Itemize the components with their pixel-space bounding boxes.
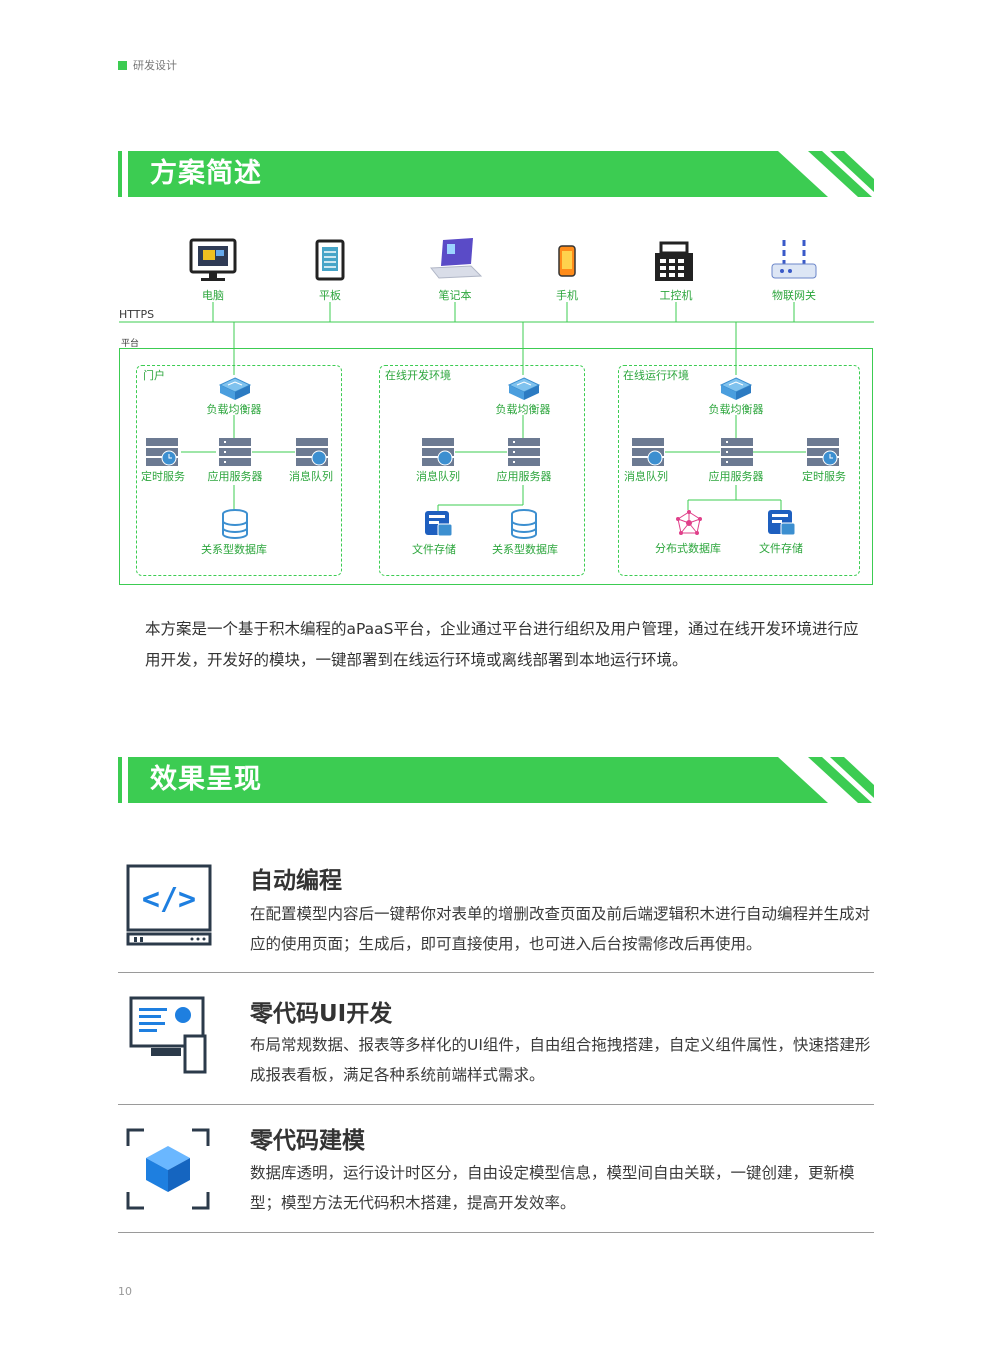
architecture-diagram-lines <box>119 302 874 585</box>
node-label: 定时服务 <box>141 470 185 483</box>
node-label: 关系型数据库 <box>492 543 558 556</box>
cube-frame-icon <box>126 1128 210 1210</box>
group-label: 在线开发环境 <box>385 369 451 382</box>
section-tag: 研发设计 <box>118 57 177 73</box>
node-label: 定时服务 <box>802 470 846 483</box>
section-banner-effects: 效果呈现 <box>118 757 874 803</box>
node-label: 分布式数据库 <box>655 542 721 555</box>
node-label: 负载均衡器 <box>495 403 551 416</box>
group-portal <box>136 365 342 576</box>
feature-divider <box>118 1104 874 1105</box>
node-label: 负载均衡器 <box>708 403 764 416</box>
node-label: 文件存储 <box>412 543 456 556</box>
node-label: 应用服务器 <box>496 470 552 483</box>
feature-divider <box>118 1232 874 1233</box>
group-label: 门户 <box>143 369 165 382</box>
load-balancer-icon <box>507 377 541 400</box>
node-label: 消息队列 <box>624 470 668 483</box>
scheduled-server-icon <box>807 438 839 466</box>
laptop-icon <box>429 238 483 279</box>
node-label: 应用服务器 <box>708 470 764 483</box>
device-label: 手机 <box>556 289 578 302</box>
svg-text:</>: </> <box>142 882 196 917</box>
node-label: 文件存储 <box>759 542 803 555</box>
section-banner-overview: 方案简述 <box>118 151 874 197</box>
group-label: 在线运行环境 <box>623 369 689 382</box>
code-monitor-icon: </> <box>126 864 212 946</box>
feature-title: 零代码建模 <box>250 1128 365 1154</box>
database-icon <box>511 509 537 539</box>
https-label: HTTPS <box>119 308 155 321</box>
feature-title: 零代码UI开发 <box>250 1001 393 1027</box>
platform-label: 平台 <box>121 339 140 349</box>
desktop-computer-icon <box>129 996 207 1074</box>
tablet-icon <box>315 239 345 281</box>
distributed-database-icon <box>676 510 702 535</box>
tag-square-icon <box>118 60 127 70</box>
section-tag-label: 研发设计 <box>133 59 177 72</box>
device-label: 物联网关 <box>772 289 816 302</box>
app-server-icon <box>721 438 753 466</box>
feature-description: 在配置模型内容后一键帮你对表单的增删改查页面及前后端逻辑积木进行自动编程并生成对… <box>250 905 871 953</box>
app-server-icon <box>219 438 251 466</box>
group-online-run <box>618 365 860 576</box>
industrial-pc-icon <box>655 241 693 281</box>
computer-icon <box>189 238 237 281</box>
load-balancer-icon <box>218 377 252 400</box>
node-label: 消息队列 <box>416 470 460 483</box>
device-label: 笔记本 <box>438 289 472 302</box>
scheduled-server-icon <box>146 438 178 466</box>
node-label: 关系型数据库 <box>201 543 267 556</box>
message-queue-icon <box>422 438 454 466</box>
feature-description: 布局常规数据、报表等多样化的UI组件，自由组合拖拽搭建，自定义组件属性，快速搭建… <box>250 1036 871 1084</box>
device-label: 电脑 <box>202 289 224 302</box>
feature-title: 自动编程 <box>250 868 342 894</box>
node-label: 消息队列 <box>289 470 333 483</box>
iot-gateway-icon <box>771 240 817 279</box>
file-storage-icon <box>425 511 453 537</box>
feature-divider <box>118 972 874 973</box>
section-title: 方案简述 <box>150 158 262 189</box>
message-queue-icon <box>296 438 328 466</box>
feature-description: 数据库透明，运行设计时区分，自由设定模型信息，模型间自由关联，一键创建，更新模型… <box>250 1164 855 1212</box>
device-label: 平板 <box>319 289 341 302</box>
message-queue-icon <box>632 438 664 466</box>
file-storage-icon <box>768 510 796 536</box>
node-label: 负载均衡器 <box>206 403 262 416</box>
section-title: 效果呈现 <box>150 764 262 795</box>
overview-paragraph: 本方案是一个基于积木编程的aPaaS平台，企业通过平台进行组织及用户管理，通过在… <box>145 620 859 669</box>
banner-accent-bar <box>118 757 122 803</box>
banner-accent-bar <box>118 151 122 197</box>
app-server-icon <box>508 438 540 466</box>
page-number: 10 <box>118 1285 132 1298</box>
device-label: 工控机 <box>659 289 693 302</box>
node-label: 应用服务器 <box>207 470 263 483</box>
banner-background <box>128 757 874 803</box>
phone-icon <box>558 245 576 277</box>
banner-background <box>128 151 874 197</box>
database-icon <box>222 509 248 539</box>
load-balancer-icon <box>719 377 753 400</box>
group-online-dev <box>379 365 585 576</box>
